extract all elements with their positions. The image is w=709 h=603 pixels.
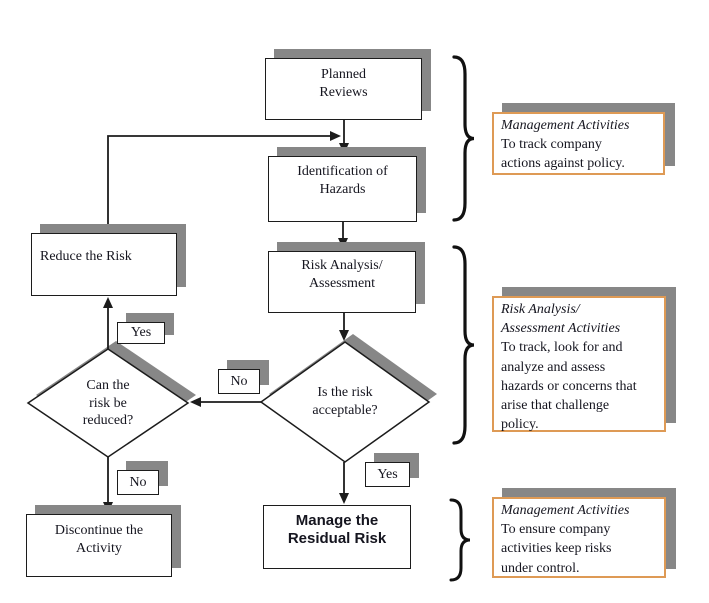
branch-label-yes-manage: Yes — [365, 462, 410, 487]
decision-can-risk-be-reduced: Can the risk be reduced? — [48, 377, 168, 430]
branch-label-text: No — [230, 373, 248, 389]
branch-label-yes-reduce: Yes — [117, 322, 165, 344]
node-label: Activity — [76, 541, 122, 556]
arrowhead-down-icon — [339, 493, 349, 504]
annotation-management-activities-bottom: Management Activities To ensure company … — [492, 497, 666, 578]
node-label: Manage the — [295, 512, 379, 529]
annotation-body-line: To track, look for and — [501, 340, 623, 356]
branch-label-text: Yes — [130, 325, 152, 340]
annotation-body-line: arise that challenge — [501, 398, 610, 414]
annotation-title: Management Activities — [501, 503, 630, 518]
node-label: Risk Analysis/ — [301, 258, 383, 273]
arrowhead-down-icon — [339, 143, 349, 154]
arrowhead-right-icon — [330, 131, 341, 141]
node-manage-the-residual-risk: Manage the Residual Risk — [263, 505, 411, 569]
node-label: Planned — [320, 67, 367, 82]
decision-label: Is the risk — [317, 385, 373, 400]
arrowhead-down-icon — [339, 330, 349, 341]
curly-brace-bottom-icon — [449, 498, 471, 582]
annotation-risk-analysis-activities: Risk Analysis/ Assessment Activities To … — [492, 296, 666, 432]
annotation-body-line: policy. — [501, 417, 539, 433]
arrowhead-down-icon — [103, 502, 113, 513]
annotation-body-line: hazards or concerns that — [501, 378, 637, 394]
annotation-body-line: activities keep risks — [501, 541, 612, 557]
decision-acceptable-shape — [259, 341, 431, 463]
curly-brace-top-icon — [452, 55, 475, 222]
decision-label: acceptable? — [312, 403, 378, 418]
arrowhead-down-icon — [338, 238, 348, 249]
node-risk-analysis-assessment: Risk Analysis/ Assessment — [268, 251, 416, 313]
annotation-body-line: analyze and assess — [501, 359, 606, 375]
annotation-body-line: actions against policy. — [501, 156, 625, 172]
branch-label-no-between: No — [218, 369, 260, 394]
decision-label: Can the — [86, 378, 130, 393]
node-label: Identification of — [297, 164, 388, 179]
node-identification-of-hazards: Identification of Hazards — [268, 156, 417, 222]
decision-label: risk be — [89, 395, 127, 411]
branch-label-no-discontinue: No — [117, 470, 159, 495]
node-discontinue-the-activity: Discontinue the Activity — [26, 514, 172, 577]
annotation-body-line: To track company — [501, 137, 602, 153]
branch-label-text: Yes — [377, 466, 398, 482]
annotation-title: Assessment Activities — [501, 321, 621, 337]
node-label: Discontinue the — [54, 523, 144, 538]
annotation-body-line: under control. — [501, 560, 580, 576]
curly-brace-middle-icon — [452, 245, 475, 445]
node-label: Reduce the Risk — [40, 249, 132, 264]
annotation-management-activities-top: Management Activities To track company a… — [492, 112, 665, 175]
node-label: Reviews — [319, 85, 368, 100]
node-label: Assessment — [308, 276, 376, 291]
annotation-body-line: To ensure company — [501, 522, 611, 538]
node-planned-reviews: Planned Reviews — [265, 58, 422, 120]
connector-reduce-feedback — [107, 135, 330, 232]
annotation-title: Management Activities — [501, 118, 630, 133]
node-label: Residual Risk — [287, 530, 387, 547]
node-reduce-the-risk: Reduce the Risk — [31, 233, 177, 296]
arrowhead-up-icon — [103, 297, 113, 308]
decision-is-risk-acceptable: Is the risk acceptable? — [285, 384, 405, 420]
annotation-title: Risk Analysis/ — [501, 302, 580, 317]
decision-label: reduced? — [82, 413, 134, 428]
arrowhead-left-icon — [190, 397, 201, 407]
node-label: Hazards — [319, 182, 366, 197]
branch-label-text: No — [129, 474, 147, 490]
